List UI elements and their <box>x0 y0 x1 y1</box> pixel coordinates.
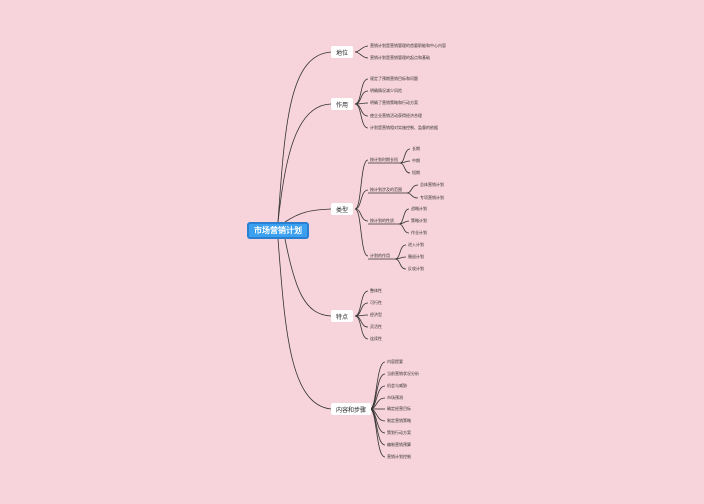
leaf-feature-4[interactable]: 灵活性 <box>370 324 382 329</box>
connector-root-features <box>284 238 332 317</box>
branch-content[interactable]: 内容和步骤 <box>331 403 372 415</box>
branch-types[interactable]: 类型 <box>331 203 354 215</box>
leaf-content-4[interactable]: 市场预测 <box>387 395 403 400</box>
types-group-nature[interactable]: 按计划的性质 <box>370 218 394 223</box>
connector-root-types <box>284 208 332 223</box>
leaf-role-1[interactable]: 规定了预期营销目标和问题 <box>370 76 418 81</box>
leaf-role-withdraw[interactable]: 撤退计划 <box>408 254 424 259</box>
leaf-period-long[interactable]: 长期 <box>412 146 420 151</box>
types-group-period[interactable]: 按计划时期长短 <box>370 157 398 162</box>
leaf-role-2[interactable]: 明确情况减少风险 <box>370 88 402 93</box>
leaf-scope-overall[interactable]: 总体营销计划 <box>420 182 444 187</box>
leaf-content-6[interactable]: 制定营销策略 <box>387 418 411 423</box>
connector-root-position <box>277 51 332 223</box>
leaf-content-8[interactable]: 编制营销预算 <box>387 442 411 447</box>
leaf-feature-5[interactable]: 连续性 <box>370 336 382 341</box>
leaf-role-3[interactable]: 明确了营销策略和行动方案 <box>370 100 418 105</box>
leaf-content-9[interactable]: 营销计划控制 <box>387 454 411 459</box>
branch-role[interactable]: 作用 <box>331 98 354 110</box>
leaf-content-5[interactable]: 确定经营目标 <box>387 406 411 411</box>
leaf-nature-strategic[interactable]: 战略计划 <box>411 206 427 211</box>
branch-position[interactable]: 地位 <box>331 46 354 58</box>
leaf-content-1[interactable]: 内容提要 <box>387 359 403 364</box>
leaf-position-2[interactable]: 营销计划是营销管理的起点和基础 <box>370 55 430 60</box>
connector-root-content <box>277 238 332 410</box>
root-node[interactable]: 市场营销计划 <box>247 222 309 239</box>
leaf-content-2[interactable]: 当前营销状况分析 <box>387 371 419 376</box>
leaf-role-4[interactable]: 使企业营销活动获得经济合理 <box>370 113 422 118</box>
leaf-content-3[interactable]: 机会与威胁 <box>387 383 407 388</box>
leaf-nature-operational[interactable]: 作业计划 <box>411 230 427 235</box>
types-group-scope[interactable]: 按计划涉及的范围 <box>370 187 402 192</box>
leaf-feature-1[interactable]: 整体性 <box>370 288 382 293</box>
leaf-feature-2[interactable]: 可行性 <box>370 300 382 305</box>
leaf-role-enter[interactable]: 进入计划 <box>408 242 424 247</box>
leaf-scope-special[interactable]: 专项营销计划 <box>420 195 444 200</box>
leaf-nature-tactical[interactable]: 策略计划 <box>411 218 427 223</box>
leaf-position-1[interactable]: 营销计划是营销管理的首要职能和中心内容 <box>370 43 446 48</box>
branch-features[interactable]: 特点 <box>331 310 354 322</box>
leaf-content-7[interactable]: 策划行动方案 <box>387 430 411 435</box>
leaf-period-mid[interactable]: 中期 <box>412 158 420 163</box>
leaf-role-counter[interactable]: 反攻计划 <box>408 266 424 271</box>
leaf-role-5[interactable]: 计划是营销相对实施控制、监督的依据 <box>370 125 438 130</box>
leaf-feature-3[interactable]: 经济型 <box>370 312 382 317</box>
leaf-period-short[interactable]: 短期 <box>412 170 420 175</box>
connector-root-role <box>277 103 332 223</box>
types-group-role[interactable]: 计划的作用 <box>370 253 390 258</box>
